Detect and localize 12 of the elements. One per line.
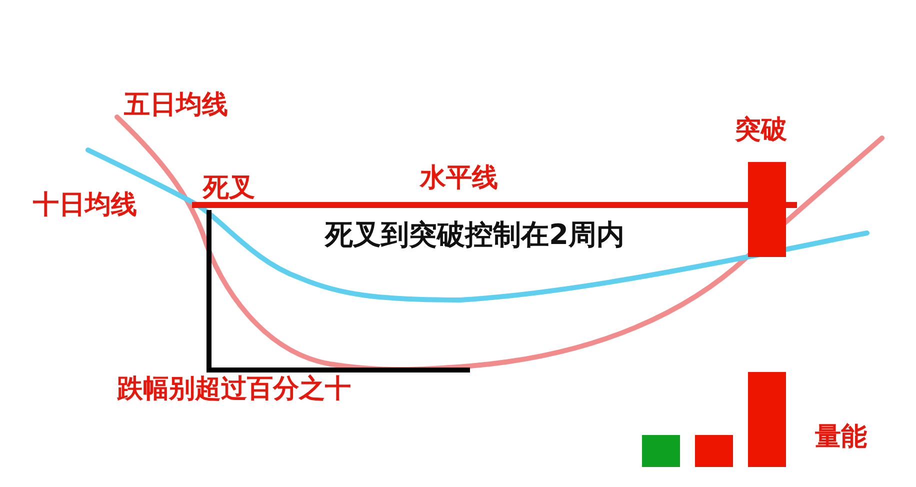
- crossover-label: 死叉: [203, 175, 255, 201]
- volume-bar: [695, 435, 733, 467]
- breakout-candle: [748, 162, 786, 257]
- note-text: 死叉到突破控制在2周内: [325, 221, 624, 249]
- volume-bar: [748, 372, 786, 467]
- candle-label: 突破: [735, 117, 787, 143]
- volume-label: 量能: [815, 424, 867, 450]
- curve-label: 十日均线: [33, 192, 137, 218]
- curve-label: 五日均线: [124, 92, 228, 118]
- volume-bar: [642, 435, 680, 467]
- drop-limit-note: 跌幅别超过百分之十: [117, 376, 351, 402]
- line-label: 水平线: [420, 165, 498, 191]
